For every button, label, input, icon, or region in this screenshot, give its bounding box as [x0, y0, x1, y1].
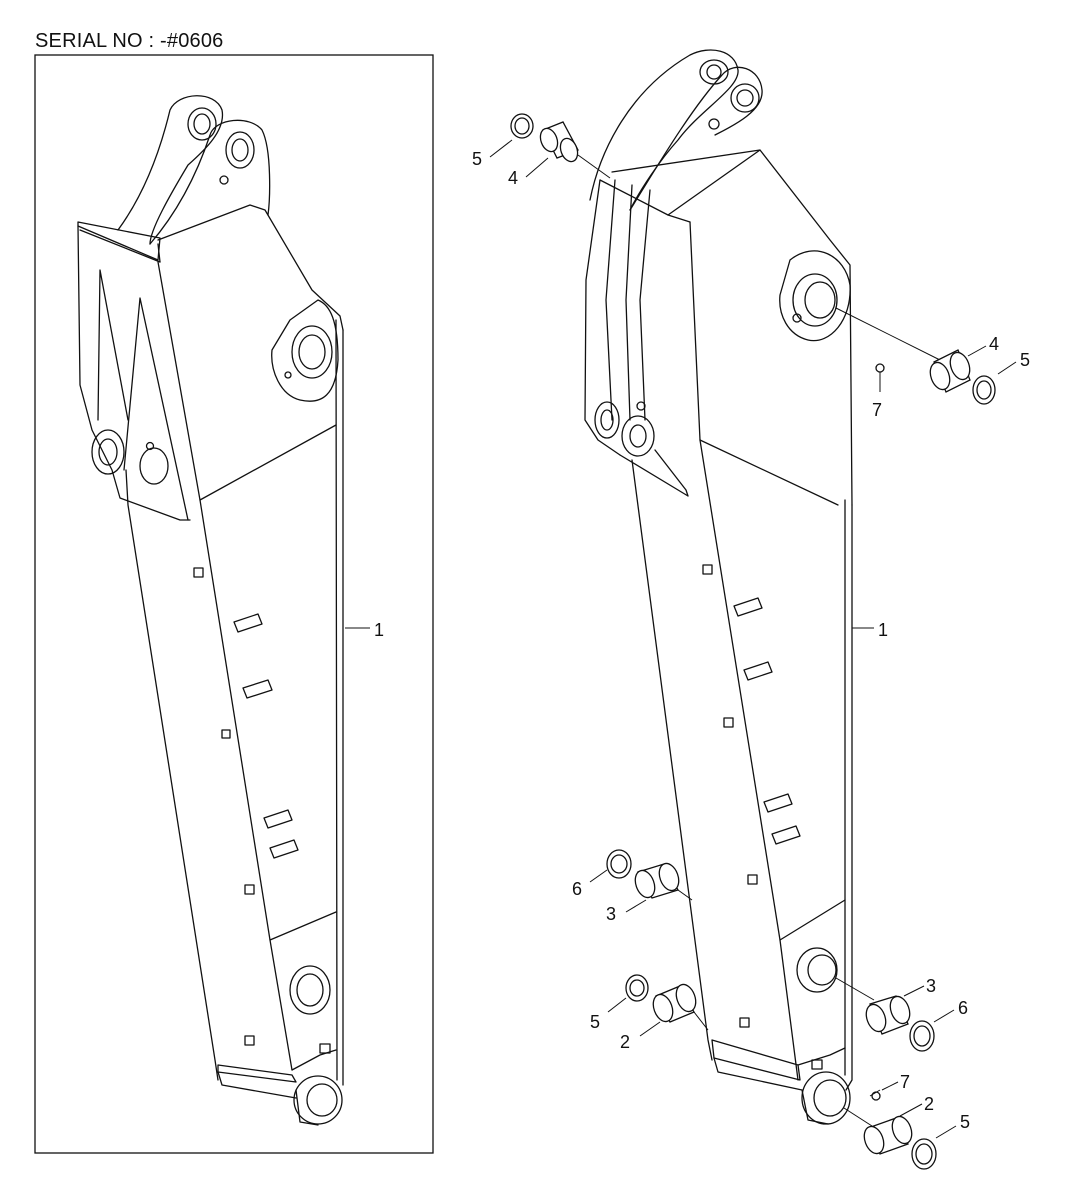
ring-5-top: [510, 113, 534, 139]
bushing-3-left: [634, 862, 680, 899]
callout-1-left: 1: [374, 620, 384, 640]
bushing-4-top: [539, 121, 579, 163]
grease-fitting-7-lower: [869, 1089, 881, 1101]
ring-6-right: [909, 1020, 935, 1052]
callout-4-top: 4: [508, 168, 518, 188]
ring-5-lower-left: [625, 974, 649, 1002]
callout-5-lower-right: 5: [960, 1112, 970, 1132]
grease-fitting-7-upper: [875, 363, 885, 392]
left-arm-drawing: [77, 95, 344, 1126]
callout-5-right: 5: [1020, 350, 1030, 370]
ring-5-lower-right: [911, 1138, 937, 1170]
right-arm-drawing: [584, 49, 853, 1125]
callout-5-lower-left: 5: [590, 1012, 600, 1032]
callout-5-top: 5: [472, 149, 482, 169]
callout-1-right: 1: [878, 620, 888, 640]
callout-7-lower: 7: [900, 1072, 910, 1092]
left-frame: [34, 54, 434, 1154]
callout-2-lower-right: 2: [924, 1094, 934, 1114]
callout-3-left: 3: [606, 904, 616, 924]
callout-2-lower-left: 2: [620, 1032, 630, 1052]
callout-4-right: 4: [989, 334, 999, 354]
bushing-2-lower-left: [652, 983, 697, 1023]
ring-5-right: [972, 375, 996, 405]
callout-7-upper: 7: [872, 400, 882, 420]
callout-6-right: 6: [958, 998, 968, 1018]
bushing-4-right: [929, 349, 971, 393]
callout-3-right: 3: [926, 976, 936, 996]
callout-6-left: 6: [572, 879, 582, 899]
bushing-3-right: [865, 995, 911, 1035]
bushing-2-lower-right: [863, 1115, 913, 1155]
serial-number-label: SERIAL NO : -#0606: [35, 30, 224, 52]
ring-6-left: [606, 849, 632, 879]
